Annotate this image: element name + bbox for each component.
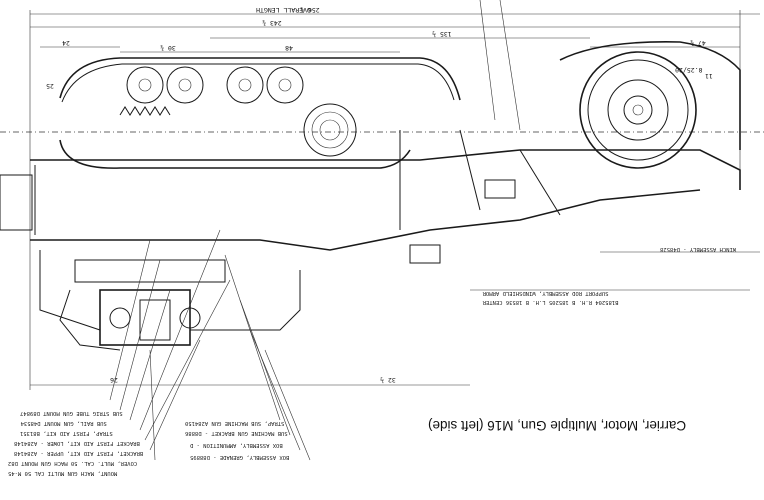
- gun-mount: [39, 250, 301, 351]
- dim-lower-right: 32 ½: [380, 376, 396, 384]
- dim-lower-left: 26: [110, 376, 118, 384]
- dim-135: 135 ½: [432, 30, 452, 38]
- callouts-left: SUB STRIG TUBE GUN MOUNT D89847 SUB RAIL…: [8, 410, 143, 476]
- hull-bottom-line: [30, 189, 701, 251]
- dim-overall-length: OVERALL LENGTH: [256, 6, 311, 14]
- dim-243: 243 ¾: [262, 19, 282, 27]
- dim-30: 30 ¾: [160, 44, 176, 52]
- vehicle-side-view: [0, 0, 764, 461]
- dim-wheel: 8.25/20: [675, 66, 702, 74]
- callouts-right: SUPPORT ROD ASSEMBLY, WINDSHIELD ARMOR B…: [482, 246, 736, 305]
- leader-lines: [109, 0, 521, 461]
- front-wheel: [579, 51, 697, 169]
- dim-overall-value: 256 ¾: [300, 6, 320, 14]
- callout-left-5: COVER, MULT. CAL. 50 MACH GUN MOUNT D82: [8, 460, 137, 466]
- track-upper: [59, 57, 461, 101]
- callout-mid-1: SUB MACHINE GUN BRACKET - D8886: [185, 430, 288, 436]
- hull-structure: [34, 129, 561, 235]
- dim-47: 47 ¾: [690, 39, 706, 47]
- callout-mid-0: STRAP, SUB MACHINE GUN A284150: [185, 420, 284, 426]
- callout-left-6: MOUNT, MACH GUN MULTI CAL 50 M-45: [8, 470, 117, 476]
- callouts-mid: STRAP, SUB MACHINE GUN A284150 SUB MACHI…: [185, 420, 289, 460]
- callout-mid-2: BOX ASSEMBLY, AMMUNITION - D: [190, 442, 283, 448]
- callout-mid-3: BOX ASSEMBLY, GRENADE - D88895: [190, 454, 289, 460]
- callout-right-2: WINCH ASSEMBLY - D48528: [660, 246, 736, 252]
- callout-left-2: STRAP, FIRST AID KIT, B81351: [20, 430, 113, 436]
- body-bracket: [484, 179, 516, 199]
- dim-48: 48: [285, 44, 293, 52]
- hull-top-line: [30, 149, 741, 190]
- dim-24: 24: [62, 39, 70, 47]
- drawing-caption: Carrier, Motor, Multiple Gun, M16 (left …: [428, 418, 686, 433]
- dim-25: 25: [46, 82, 54, 90]
- suspension-spring: [119, 106, 171, 116]
- callout-right-0: SUPPORT ROD ASSEMBLY, WINDSHIELD ARMOR: [482, 290, 609, 296]
- box-assembly: [409, 244, 441, 264]
- rear-bumper: [0, 174, 33, 231]
- callout-left-1: SUB RAIL, GUN MOUNT D48534: [20, 420, 107, 426]
- callout-left-0: SUB STRIG TUBE GUN MOUNT D89847: [20, 410, 123, 416]
- callout-right-1: B185204 R.H. B 185205 L.H. B 18536 CENTE…: [482, 299, 618, 305]
- dim-11: 11: [705, 72, 713, 80]
- track-lower: [59, 139, 411, 169]
- callout-left-3: BRACKET FIRST AID KIT, LOWER - A284148: [14, 440, 140, 446]
- callout-left-4: BRACKET, FIRST AID KIT, UPPER - A284148: [14, 450, 143, 456]
- front-fender: [559, 41, 741, 150]
- bogie-wheels: [126, 66, 357, 157]
- track-inner: [61, 63, 455, 103]
